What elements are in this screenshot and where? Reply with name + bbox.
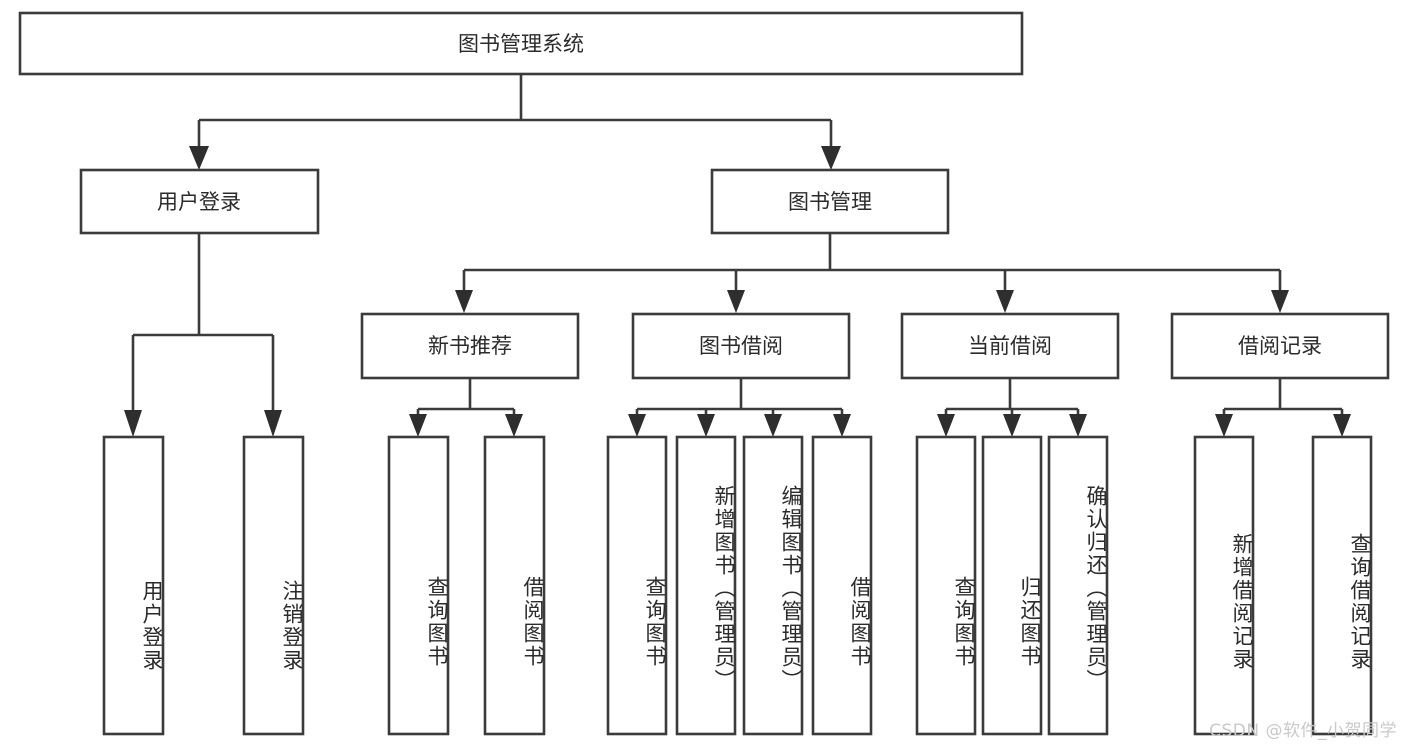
- node-label-borrow-record: 借阅记录: [1238, 334, 1322, 358]
- arrow-head-leaf-edit-book: [764, 414, 782, 437]
- arrow-head-leaf-confirm-return: [1069, 414, 1087, 437]
- arrow-head-leaf-add-book: [697, 414, 715, 437]
- arrow-head-book-manage: [821, 146, 841, 170]
- arrow-head-leaf-query-book-1: [409, 414, 427, 437]
- node-box-leaf-user-login[interactable]: [102, 435, 165, 736]
- node-box-leaf-borrow-book-2[interactable]: [811, 435, 873, 736]
- node-box-leaf-add-book[interactable]: [675, 435, 737, 736]
- arrow-head-book-borrow: [727, 290, 745, 313]
- node-box-root[interactable]: [18, 11, 1024, 76]
- arrow-head-new-book-recommend: [455, 290, 473, 313]
- node-layer: 图书管理系统 用户登录 图书管理 新书推荐 图书借阅 当前借阅 借阅记录: [18, 11, 1390, 736]
- node-box-leaf-logout-login[interactable]: [242, 435, 305, 736]
- arrow-head-leaf-return-book: [1003, 414, 1021, 437]
- arrow-head-leaf-user-login: [124, 410, 142, 437]
- arrow-head-leaf-borrow-book-2: [833, 414, 851, 437]
- node-box-leaf-borrow-book-1[interactable]: [483, 435, 546, 736]
- node-box-leaf-return-book[interactable]: [981, 435, 1043, 736]
- node-box-leaf-add-record[interactable]: [1193, 435, 1255, 736]
- node-box-book-manage[interactable]: [710, 168, 950, 235]
- node-box-current-borrow[interactable]: [900, 312, 1120, 380]
- node-box-leaf-confirm-return[interactable]: [1047, 435, 1109, 736]
- node-box-new-book-recommend[interactable]: [360, 312, 580, 380]
- node-box-borrow-record[interactable]: [1170, 312, 1390, 380]
- arrow-head-borrow-record: [1271, 290, 1289, 313]
- arrow-head-leaf-logout-login: [264, 410, 282, 437]
- node-box-leaf-query-book-3[interactable]: [915, 435, 977, 736]
- node-box-leaf-query-book-1[interactable]: [387, 435, 450, 736]
- arrow-head-user-login: [189, 146, 209, 170]
- arrow-head-leaf-borrow-book-1: [505, 414, 523, 437]
- node-label-book-manage: 图书管理: [788, 190, 872, 214]
- arrow-head-leaf-query-record: [1333, 414, 1351, 437]
- node-box-book-borrow[interactable]: [631, 312, 851, 380]
- node-box-user-login[interactable]: [79, 168, 320, 235]
- node-label-book-borrow: 图书借阅: [699, 334, 783, 358]
- node-box-leaf-query-book-2[interactable]: [606, 435, 668, 736]
- watermark-text: CSDN @软件_小贺同学: [1209, 721, 1397, 741]
- node-label-user-login: 用户登录: [157, 190, 241, 214]
- node-label-root: 图书管理系统: [458, 32, 584, 56]
- connector-layer: [124, 74, 1351, 437]
- node-box-leaf-edit-book[interactable]: [742, 435, 804, 736]
- arrow-head-leaf-query-book-2: [628, 414, 646, 437]
- node-box-leaf-query-record[interactable]: [1311, 435, 1373, 736]
- arrow-head-leaf-query-book-3: [937, 414, 955, 437]
- arrow-head-current-borrow: [996, 290, 1014, 313]
- node-label-new-book-recommend: 新书推荐: [428, 334, 512, 358]
- node-label-current-borrow: 当前借阅: [968, 334, 1052, 358]
- arrow-head-leaf-add-record: [1215, 414, 1233, 437]
